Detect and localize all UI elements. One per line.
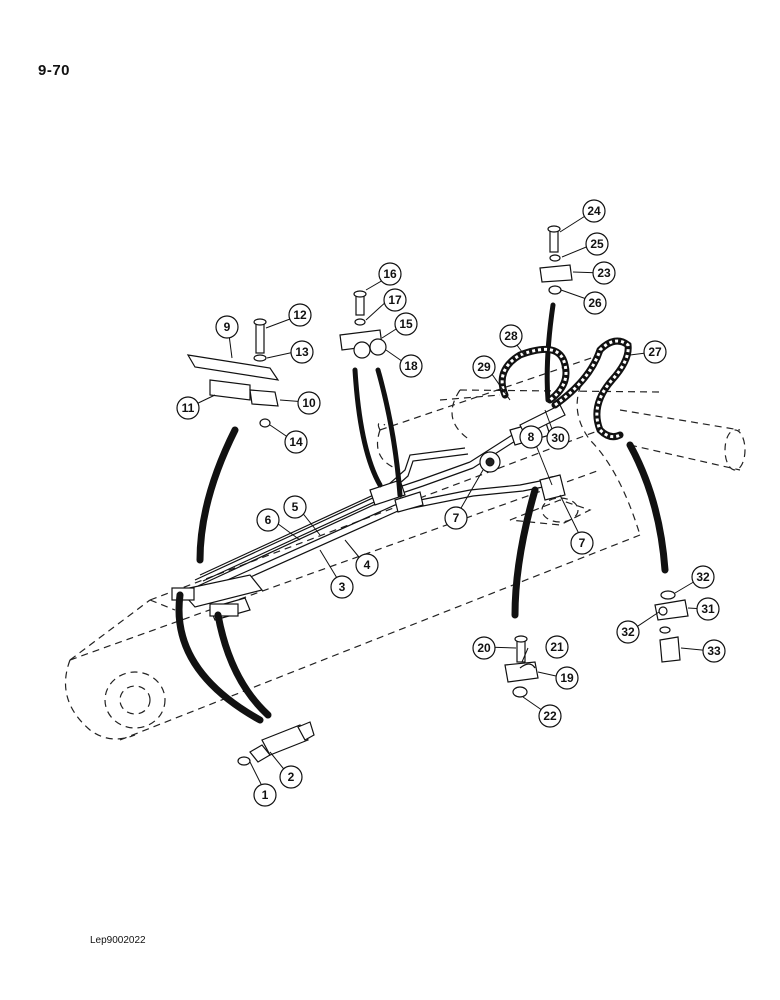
svg-text:7: 7 — [579, 536, 586, 550]
svg-text:19: 19 — [560, 671, 574, 685]
callout-32a: 32 — [691, 565, 715, 589]
svg-text:24: 24 — [587, 204, 601, 218]
svg-text:20: 20 — [477, 641, 491, 655]
callout-30: 30 — [546, 426, 570, 450]
svg-text:7: 7 — [453, 511, 460, 525]
callout-22: 22 — [538, 704, 562, 728]
callout-31: 31 — [696, 597, 720, 621]
svg-text:6: 6 — [265, 513, 272, 527]
callout-3: 3 — [330, 575, 354, 599]
callout-25: 25 — [585, 232, 609, 256]
callout-20: 20 — [472, 636, 496, 660]
callout-27: 27 — [643, 340, 667, 364]
callout-11: 11 — [176, 396, 200, 420]
svg-text:25: 25 — [590, 237, 604, 251]
document-code: Lep9002022 — [90, 935, 146, 946]
callout-16: 16 — [378, 262, 402, 286]
callout-18: 18 — [399, 354, 423, 378]
callout-7b: 7 — [570, 531, 594, 555]
callout-28: 28 — [499, 324, 523, 348]
callout-26: 26 — [583, 291, 607, 315]
svg-text:23: 23 — [597, 266, 611, 280]
fitting-assembly-31-33 — [654, 590, 689, 663]
page-number: 9-70 — [38, 62, 71, 79]
callout-12: 12 — [288, 303, 312, 327]
clamp-assembly-15-18 — [339, 290, 387, 359]
svg-text:29: 29 — [477, 360, 491, 374]
svg-text:11: 11 — [182, 401, 195, 415]
callout-23: 23 — [592, 261, 616, 285]
callout-33: 33 — [702, 639, 726, 663]
svg-text:12: 12 — [293, 308, 307, 322]
svg-text:10: 10 — [302, 396, 316, 410]
svg-text:30: 30 — [551, 431, 565, 445]
svg-text:4: 4 — [364, 558, 371, 572]
svg-text:31: 31 — [701, 602, 715, 616]
callout-24: 24 — [582, 199, 606, 223]
svg-text:5: 5 — [292, 500, 299, 514]
callout-5: 5 — [283, 495, 307, 519]
callout-32b: 32 — [616, 620, 640, 644]
callout-13: 13 — [290, 340, 314, 364]
svg-text:2: 2 — [288, 770, 295, 784]
armored-hoses — [498, 337, 632, 441]
svg-text:21: 21 — [550, 640, 564, 654]
svg-text:32: 32 — [621, 625, 635, 639]
callout-14: 14 — [284, 430, 308, 454]
svg-text:32: 32 — [696, 570, 710, 584]
callout-9: 9 — [215, 315, 239, 339]
callout-7a: 7 — [444, 506, 468, 530]
svg-text:18: 18 — [404, 359, 418, 373]
callout-8: 8 — [519, 425, 543, 449]
svg-text:9: 9 — [224, 320, 231, 334]
callout-10: 10 — [297, 391, 321, 415]
svg-text:15: 15 — [399, 317, 413, 331]
svg-text:17: 17 — [388, 293, 402, 307]
clamp-assembly-9-14 — [186, 318, 280, 428]
callout-17: 17 — [383, 288, 407, 312]
callout-15: 15 — [394, 312, 418, 336]
callout-29: 29 — [472, 355, 496, 379]
svg-text:26: 26 — [588, 296, 602, 310]
callout-2: 2 — [279, 765, 303, 789]
callout-19: 19 — [555, 666, 579, 690]
clamp-assembly-23-26 — [539, 225, 573, 295]
callout-1: 1 — [253, 783, 277, 807]
callout-21: 21 — [545, 635, 569, 659]
leader-lines — [191, 210, 713, 793]
svg-text:3: 3 — [339, 580, 346, 594]
svg-text:33: 33 — [707, 644, 721, 658]
svg-text:8: 8 — [528, 430, 535, 444]
hydraulic-hoses — [175, 302, 669, 724]
callout-4: 4 — [355, 553, 379, 577]
svg-text:22: 22 — [543, 709, 557, 723]
clamp-assembly-19-22 — [504, 635, 539, 698]
svg-text:28: 28 — [504, 329, 518, 343]
boom-outline — [64, 354, 746, 741]
svg-text:14: 14 — [289, 435, 303, 449]
svg-text:13: 13 — [295, 345, 309, 359]
svg-text:27: 27 — [648, 345, 662, 359]
callout-6: 6 — [256, 508, 280, 532]
coupling-assembly-1-2 — [237, 721, 315, 766]
svg-text:1: 1 — [262, 788, 269, 802]
svg-text:16: 16 — [383, 267, 397, 281]
